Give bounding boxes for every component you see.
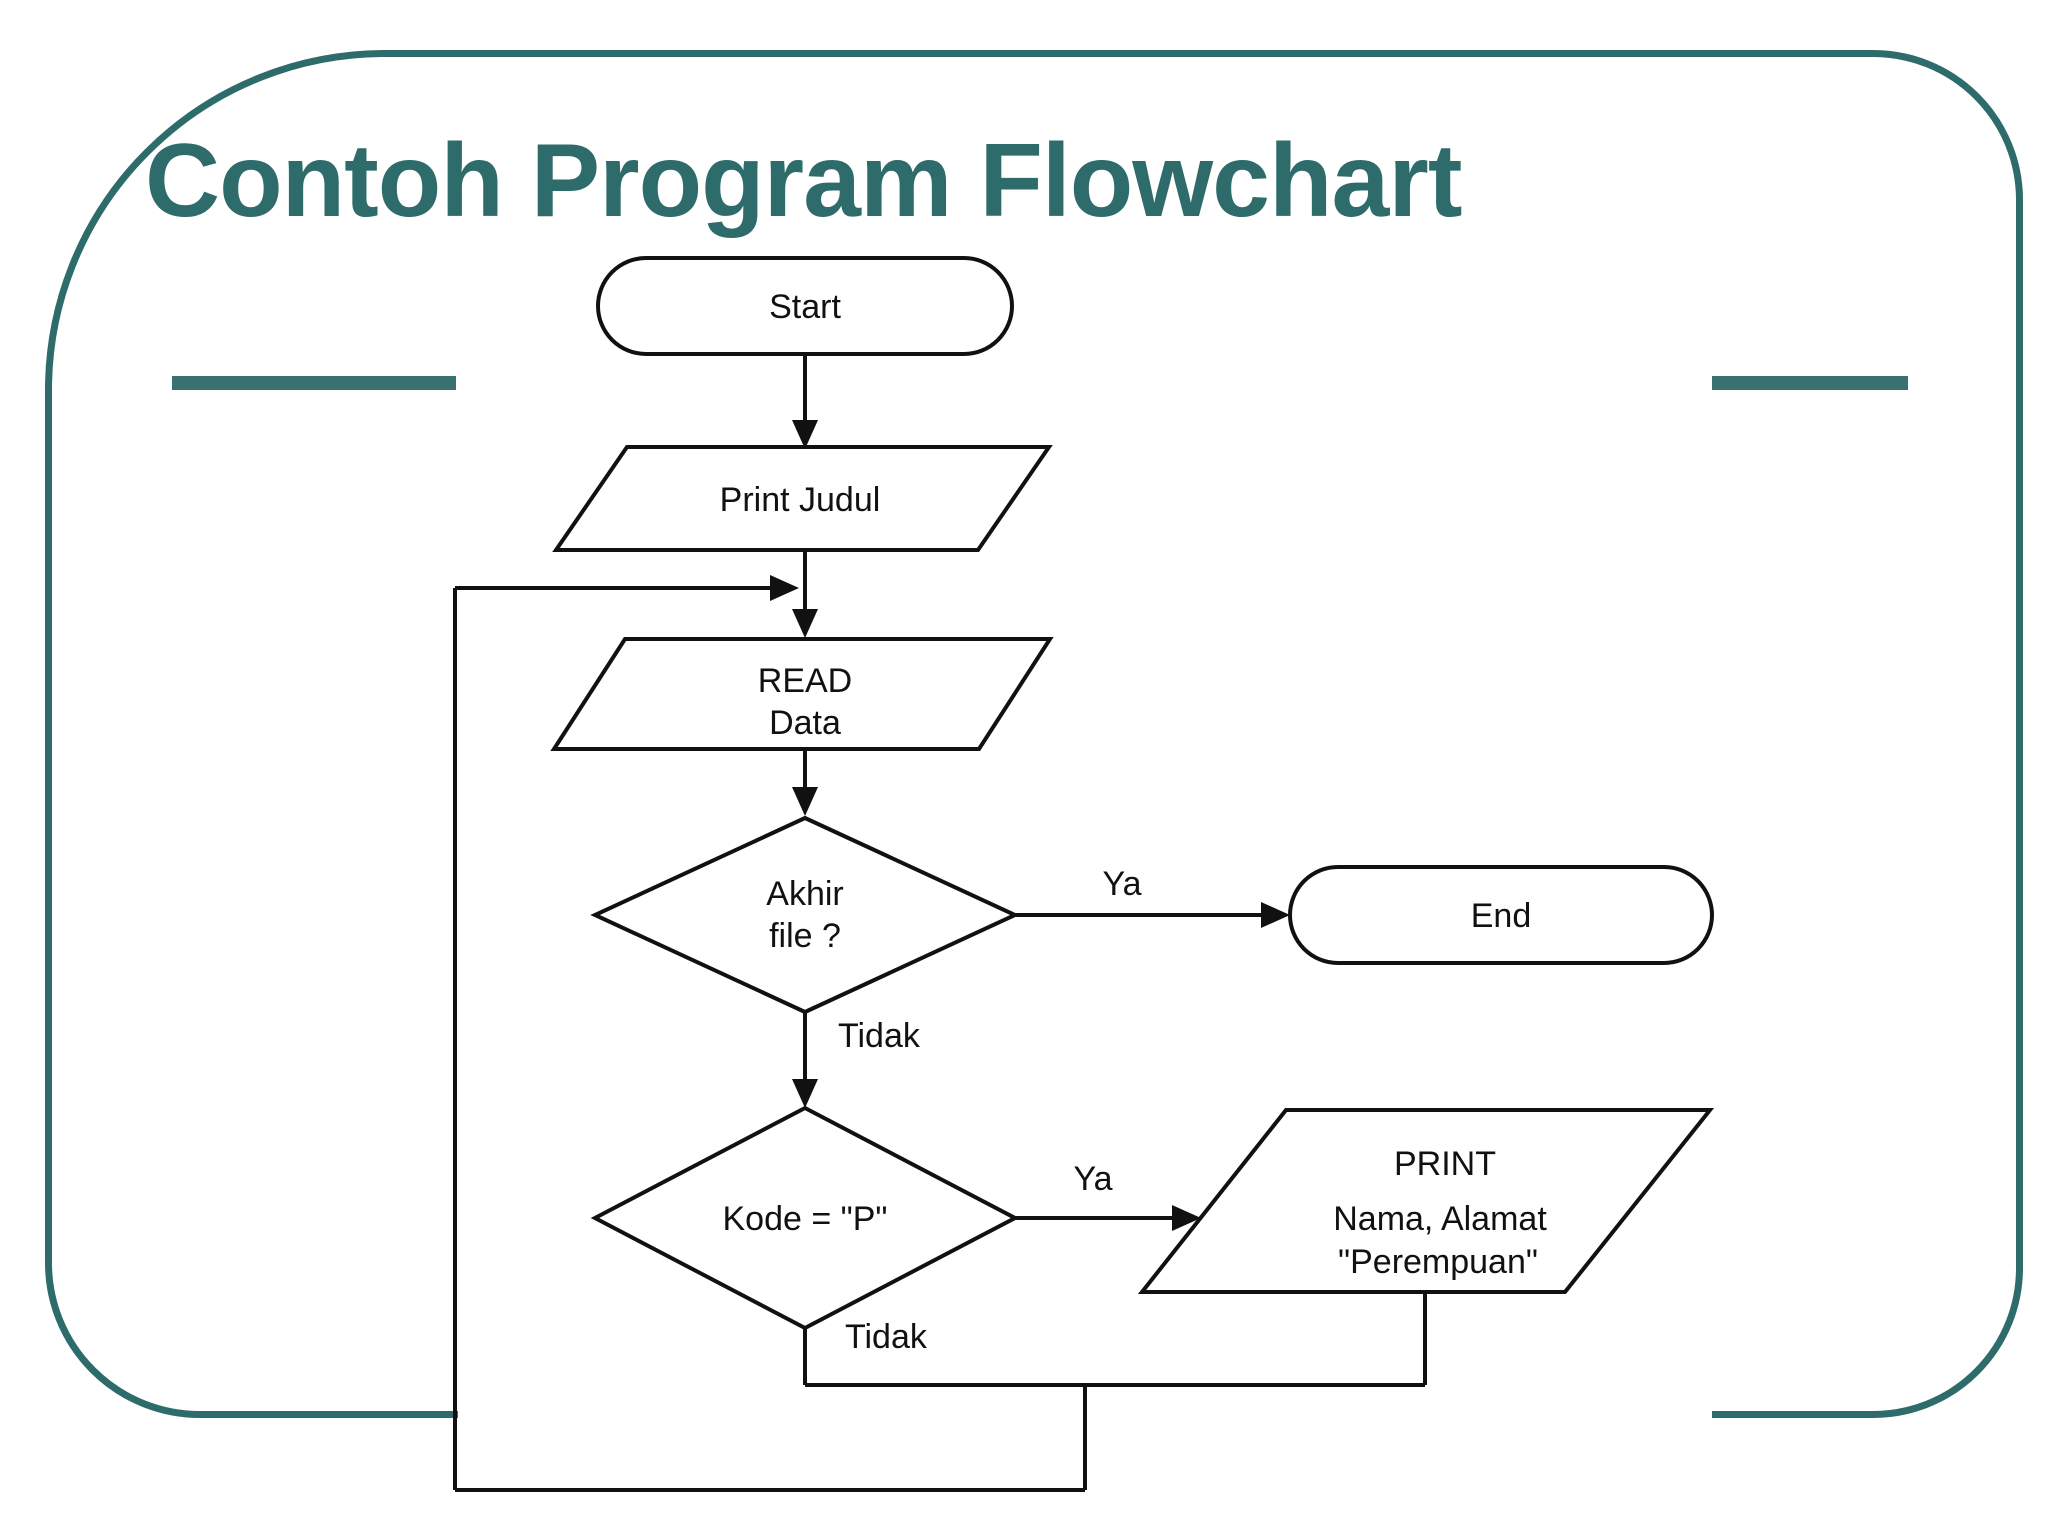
edge-label-tidak1: Tidak xyxy=(838,1017,921,1055)
node-akhirfile-decision xyxy=(590,815,1020,1015)
page-title: Contoh Program Flowchart xyxy=(145,123,1462,239)
label-printnama-line1: PRINT xyxy=(1394,1145,1496,1183)
edge-label-ya1: Ya xyxy=(1102,865,1141,903)
arrowhead-akhir xyxy=(792,787,818,816)
label-akhir-line2: file ? xyxy=(769,917,841,955)
edge-label-ya2: Ya xyxy=(1073,1160,1112,1198)
node-printnama-io xyxy=(1137,1108,1715,1294)
label-printnama-line3: "Perempuan" xyxy=(1338,1243,1538,1281)
node-labels: Start Print Judul READ Data Akhir file ?… xyxy=(720,288,1548,1281)
edge-labels: Ya Tidak Ya Tidak xyxy=(838,865,1142,1356)
node-kodep-decision xyxy=(590,1105,1020,1331)
arrowhead-print xyxy=(1172,1205,1201,1231)
label-kode-p: Kode = "P" xyxy=(723,1200,888,1238)
node-printjudul-io xyxy=(552,445,1053,552)
arrowhead-read xyxy=(792,609,818,638)
label-start: Start xyxy=(769,288,841,326)
node-end-terminator xyxy=(1288,865,1714,965)
arrowhead-end xyxy=(1261,902,1290,928)
arrowhead-printjudul xyxy=(792,420,818,449)
arrowhead-loop-return xyxy=(770,575,799,601)
node-readdata-io xyxy=(550,637,1054,751)
label-printnama-line2: Nama, Alamat xyxy=(1333,1200,1547,1238)
label-read-line2: Data xyxy=(769,704,841,742)
label-end: End xyxy=(1471,897,1532,935)
accent-dash-left xyxy=(172,376,456,390)
edge-label-tidak2: Tidak xyxy=(845,1318,928,1356)
label-akhir-line1: Akhir xyxy=(766,875,843,913)
label-read-line1: READ xyxy=(758,662,852,700)
connector-lines xyxy=(453,354,1427,1492)
accent-dash-right xyxy=(1712,376,1908,390)
arrowhead-kode xyxy=(792,1079,818,1108)
node-start-terminator xyxy=(596,256,1014,356)
flowchart-nodes xyxy=(550,256,1715,1331)
label-print-judul: Print Judul xyxy=(720,481,881,519)
